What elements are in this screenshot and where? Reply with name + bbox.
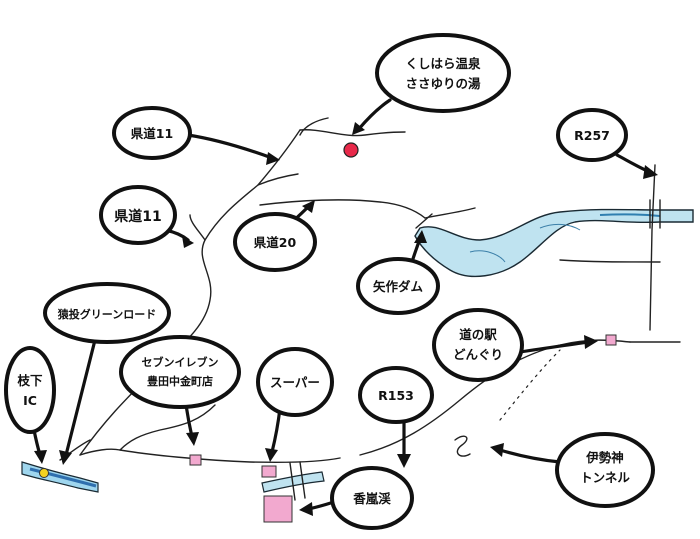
tunnel-line1: 伊勢神 [585,450,624,465]
label-super[interactable]: スーパー [256,347,334,417]
ic-label-line1: 枝下 [16,373,43,388]
label-enashita-ic[interactable]: 枝下 IC [4,346,56,434]
bridges [415,199,661,229]
yahagi-river [414,208,694,278]
michi-no-eki-line2: どんぐり [453,347,503,362]
label-seven-eleven[interactable]: セブンイレブン 豊田中金町店 [119,335,241,409]
kendo20-text: 県道20 [254,235,297,250]
label-michi-no-eki[interactable]: 道の駅 どんぐり [432,308,524,382]
korankei-text: 香嵐渓 [352,491,391,506]
label-kendo11-left[interactable]: 県道11 [99,185,177,245]
southwest-river [21,461,99,493]
label-kendo20[interactable]: 県道20 [233,212,317,272]
onsen-label-line2: ささゆりの湯 [405,76,481,91]
label-r153[interactable]: R153 [358,366,434,424]
label-yahagi-dam[interactable]: 矢作ダム [356,257,440,315]
michi-no-eki-marker[interactable] [605,334,617,346]
kendo11-top-text: 県道11 [131,126,173,141]
seven-eleven-line1: セブンイレブン [142,355,219,369]
label-korankei[interactable]: 香嵐渓 [330,466,414,530]
tunnel-line2: トンネル [580,470,630,485]
onsen-marker[interactable] [343,142,359,158]
ic-label-line2: IC [23,393,37,408]
seven-eleven-marker[interactable] [189,454,202,466]
seven-eleven-line2: 豊田中金町店 [147,374,213,388]
green-road-text: 猿投グリーンロード [57,307,156,321]
r153-text: R153 [378,388,414,403]
r257-text: R257 [574,128,610,143]
michi-no-eki-line1: 道の駅 [459,327,497,342]
label-onsen[interactable]: くしはら温泉 ささゆりの湯 [375,33,511,113]
super-text: スーパー [270,375,320,390]
super-marker[interactable] [261,465,277,478]
label-r257[interactable]: R257 [556,108,628,162]
ic-marker[interactable] [39,468,49,478]
onsen-label-line1: くしはら温泉 [405,56,481,71]
korankei-marker[interactable] [263,495,293,523]
label-iboki-tunnel[interactable]: 伊勢神 トンネル [555,432,655,508]
label-green-road[interactable]: 猿投グリーンロード [43,282,171,344]
kendo11-left-text: 県道11 [114,208,161,225]
yahagi-dam-text: 矢作ダム [372,279,424,294]
label-kendo11-top[interactable]: 県道11 [112,106,192,160]
